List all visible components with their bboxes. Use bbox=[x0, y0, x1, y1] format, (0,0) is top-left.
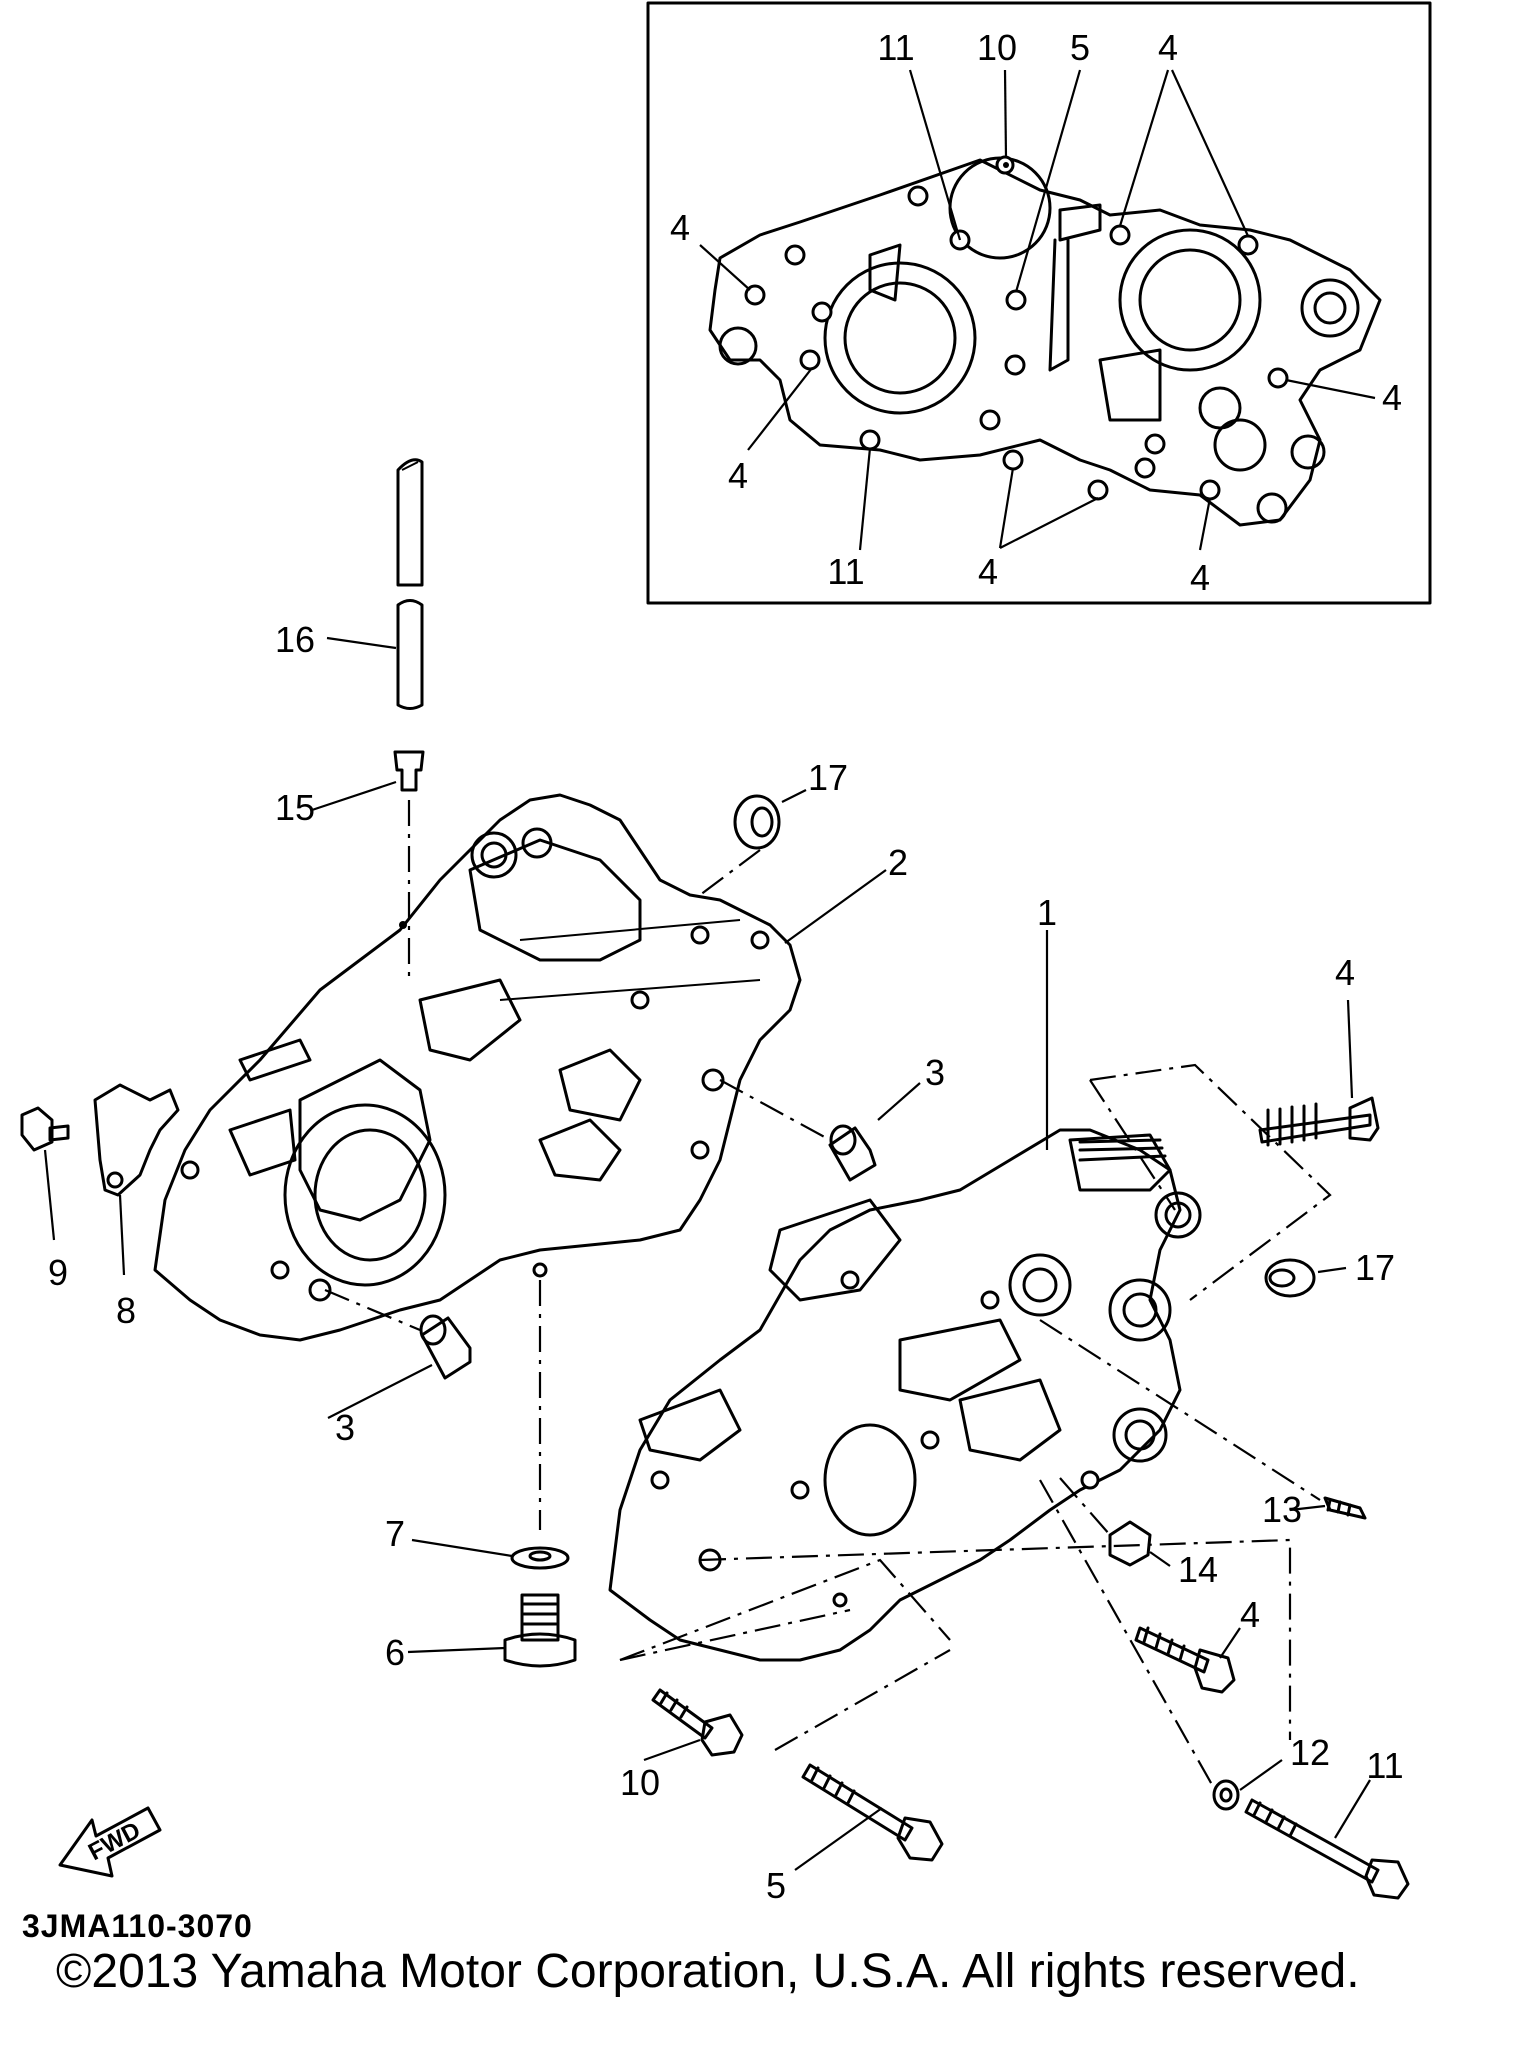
inset-crankcase-view: 11 10 5 4 4 4 4 11 4 4 bbox=[646, 1, 1432, 605]
callout-8: 8 bbox=[116, 1290, 136, 1331]
callout-6: 6 bbox=[385, 1632, 405, 1673]
drawing-code: 3JMA110-3070 bbox=[22, 1908, 253, 1944]
part-15-fitting: 15 bbox=[275, 750, 425, 980]
part-2-crankcase-left: 2 bbox=[153, 793, 908, 1530]
part-7-washer: 7 bbox=[385, 1513, 570, 1570]
inset-label-5: 5 bbox=[1070, 27, 1090, 68]
inset-label-11-top: 11 bbox=[877, 27, 914, 68]
inset-crankcase-outline bbox=[708, 158, 1382, 527]
callout-3-lower: 3 bbox=[335, 1407, 355, 1448]
inset-label-4-left: 4 bbox=[670, 207, 690, 248]
part-4-bolt-upper: 4 bbox=[1089, 952, 1380, 1301]
callout-17-upper: 17 bbox=[808, 757, 848, 798]
callout-3-upper: 3 bbox=[925, 1052, 945, 1093]
inset-label-4-lower-left: 4 bbox=[728, 455, 748, 496]
inset-label-4-top: 4 bbox=[1158, 27, 1178, 68]
part-3-dowel-lower: 3 bbox=[324, 1288, 472, 1448]
inset-label-10: 10 bbox=[977, 27, 1017, 68]
callout-16: 16 bbox=[275, 619, 315, 660]
callout-13: 13 bbox=[1262, 1489, 1302, 1530]
part-14-cap: 14 bbox=[1059, 1477, 1218, 1590]
callout-17-right: 17 bbox=[1355, 1247, 1395, 1288]
part-12-washer: 12 bbox=[1039, 1479, 1330, 1811]
part-1-crankcase-right: 1 bbox=[608, 892, 1202, 1662]
copyright-notice: ©2013 Yamaha Motor Corporation, U.S.A. A… bbox=[56, 1945, 1360, 1998]
part-3-dowel-upper: 3 bbox=[719, 1052, 945, 1182]
callout-4-middle: 4 bbox=[1240, 1594, 1260, 1635]
callout-15: 15 bbox=[275, 787, 315, 828]
part-4-bolt-middle: 4 bbox=[699, 1538, 1292, 1740]
part-6-drain-plug: 6 bbox=[385, 1593, 577, 1673]
inset-boss bbox=[1300, 278, 1360, 338]
inset-bolt-holes bbox=[744, 155, 1289, 501]
callout-9: 9 bbox=[48, 1252, 68, 1293]
part-5-long-bolt: 5 bbox=[766, 1649, 951, 1906]
part-17-oil-seal-upper: 17 bbox=[699, 757, 848, 896]
inset-label-4-bottom: 4 bbox=[978, 551, 998, 592]
part-9-small-bolt: 9 bbox=[20, 1106, 70, 1293]
inset-label-11-bottom: 11 bbox=[827, 551, 864, 592]
callout-5: 5 bbox=[766, 1865, 786, 1906]
part-11-long-bolt: 11 bbox=[1244, 1745, 1410, 1900]
callout-10: 10 bbox=[620, 1762, 660, 1803]
part-8-plate: 8 bbox=[93, 1083, 180, 1331]
part-17-oil-seal-right: 17 bbox=[1264, 1247, 1395, 1298]
inset-leaders bbox=[699, 69, 1376, 551]
part-10-bolt: 10 bbox=[619, 1558, 951, 1803]
inset-bore-left bbox=[823, 261, 977, 415]
callout-2: 2 bbox=[888, 842, 908, 883]
part-13-screw: 13 bbox=[1039, 1319, 1367, 1530]
part-16-hose: 16 bbox=[275, 458, 424, 710]
callout-7: 7 bbox=[385, 1513, 405, 1554]
callout-12: 12 bbox=[1290, 1732, 1330, 1773]
inset-label-4-bottom-right: 4 bbox=[1190, 557, 1210, 598]
inset-bore-right bbox=[1118, 228, 1262, 372]
inset-label-4-right: 4 bbox=[1382, 377, 1402, 418]
fwd-arrow-icon: FWD bbox=[58, 1806, 162, 1878]
callout-4-top: 4 bbox=[1335, 952, 1355, 993]
callout-14: 14 bbox=[1178, 1549, 1218, 1590]
callout-1: 1 bbox=[1037, 892, 1057, 933]
callout-11: 11 bbox=[1366, 1745, 1403, 1786]
inset-frame bbox=[646, 1, 1432, 605]
